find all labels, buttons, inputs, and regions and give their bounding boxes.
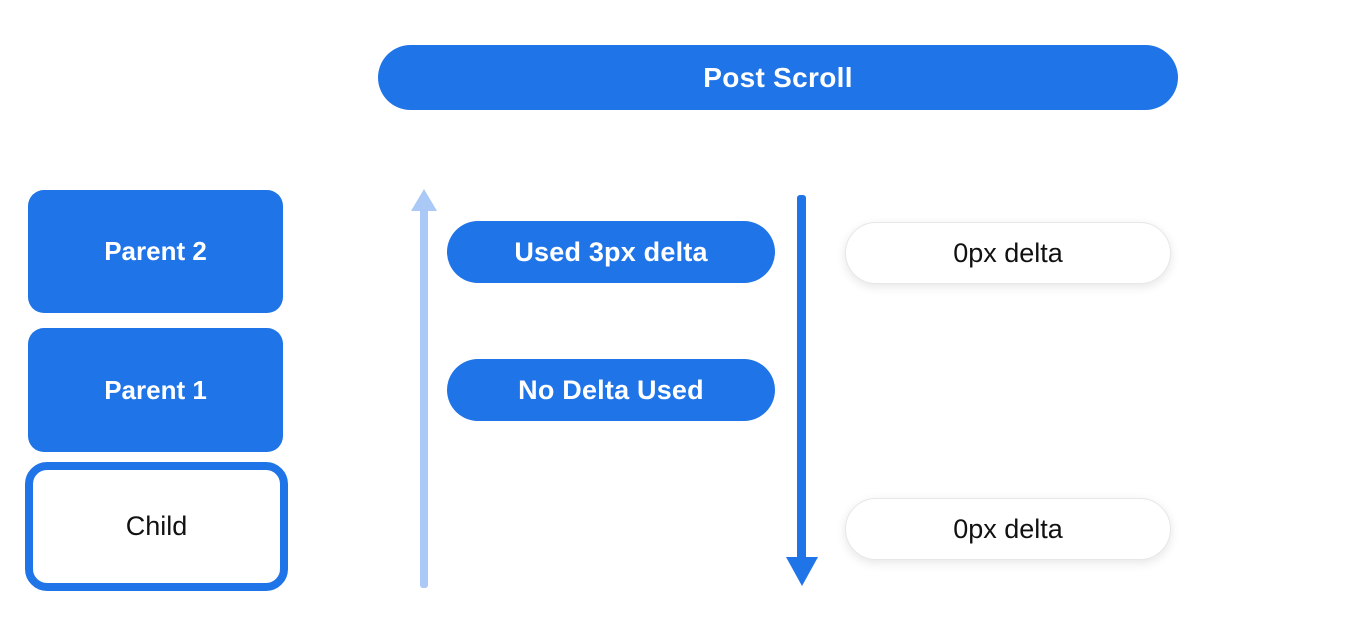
parent2-label: Parent 2	[104, 236, 207, 266]
no-delta-used-label: No Delta Used	[518, 374, 704, 405]
down-arrow-shaft	[797, 195, 806, 561]
down-arrow-icon	[786, 557, 818, 586]
child-label: Child	[125, 511, 188, 541]
parent2-box: Parent 2	[28, 190, 283, 313]
used-3px-delta-pill: Used 3px delta	[447, 221, 775, 283]
child-box: Child	[25, 462, 288, 591]
post-scroll-header: Post Scroll	[378, 45, 1178, 110]
zero-delta-top-label: 0px delta	[953, 237, 1063, 268]
zero-delta-bottom-label: 0px delta	[953, 513, 1063, 544]
zero-delta-pill-bottom: 0px delta	[845, 498, 1171, 560]
up-arrow-icon	[411, 189, 437, 211]
post-scroll-label: Post Scroll	[703, 61, 853, 93]
parent1-label: Parent 1	[104, 374, 207, 405]
no-delta-used-pill: No Delta Used	[447, 359, 775, 421]
parent1-box: Parent 1	[28, 328, 283, 452]
up-arrow-shaft	[420, 207, 428, 588]
zero-delta-pill-top: 0px delta	[845, 222, 1171, 284]
used-3px-delta-label: Used 3px delta	[514, 236, 708, 267]
